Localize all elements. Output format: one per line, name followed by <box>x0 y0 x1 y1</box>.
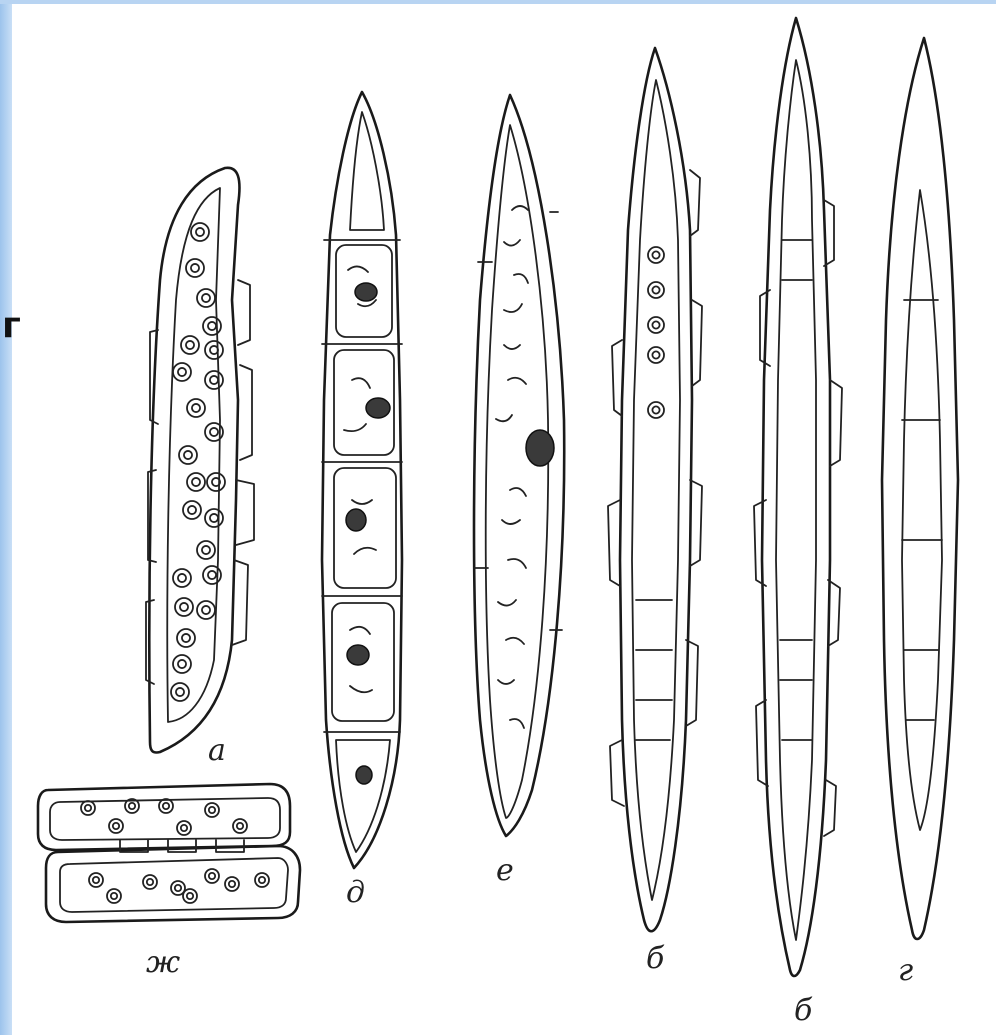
pit-zh-4-aperture <box>209 807 215 813</box>
label-b1: б <box>646 941 665 976</box>
pit-a-15-aperture <box>210 514 218 522</box>
label-e: е <box>496 853 514 888</box>
pit-b1-1-aperture <box>652 251 659 258</box>
pit-a-6 <box>205 341 223 359</box>
pit-zh-6-aperture <box>181 825 187 831</box>
pit-zh-6 <box>177 821 191 835</box>
pit-zh-15-aperture <box>187 893 193 899</box>
cell-a <box>146 168 254 753</box>
pit-a-12 <box>187 473 205 491</box>
pit-a-16 <box>197 541 215 559</box>
pit-a-23-aperture <box>176 688 184 696</box>
pit-a-14-aperture <box>188 506 196 514</box>
pit-b1-5-aperture <box>652 406 659 413</box>
pit-a-22-aperture <box>178 660 186 668</box>
pit-a-1-aperture <box>196 228 204 236</box>
pit-zh-3-aperture <box>163 803 169 809</box>
pit-zh-3 <box>159 799 173 813</box>
pit-zh-13 <box>255 873 269 887</box>
label-a: а <box>208 733 226 768</box>
pit-a-2 <box>186 259 204 277</box>
pit-zh-9-aperture <box>147 879 153 885</box>
pit-zh-12-aperture <box>229 881 235 887</box>
pit-zh-11 <box>205 869 219 883</box>
pit-b1-3-aperture <box>652 321 659 328</box>
pit-b1-3 <box>648 317 664 333</box>
cell-g <box>882 38 958 939</box>
pit-a-21 <box>177 629 195 647</box>
pit-zh-1-aperture <box>85 805 91 811</box>
pit-b1-2 <box>648 282 664 298</box>
cell-d <box>322 92 402 868</box>
pit-zh-4 <box>205 803 219 817</box>
pit-a-8-aperture <box>210 376 218 384</box>
pit-zh-11-aperture <box>209 873 215 879</box>
pit-zh-2-aperture <box>129 803 135 809</box>
pit-a-9 <box>187 399 205 417</box>
pit-a-20-aperture <box>202 606 210 614</box>
pit-zh-5-aperture <box>113 823 119 829</box>
pit-a-17-aperture <box>178 574 186 582</box>
pit-a-23 <box>171 683 189 701</box>
pit-zh-8-aperture <box>93 877 99 883</box>
cell-b2 <box>754 18 842 976</box>
pit-a-1 <box>191 223 209 241</box>
cell-b1 <box>608 48 702 931</box>
pit-b1-4 <box>648 347 664 363</box>
pit-zh-14 <box>107 889 121 903</box>
pit-b1-1 <box>648 247 664 263</box>
pit-a-5 <box>181 336 199 354</box>
pit-a-20 <box>197 601 215 619</box>
pit-a-7 <box>173 363 191 381</box>
pit-a-2-aperture <box>191 264 199 272</box>
pit-a-22 <box>173 655 191 673</box>
pit-a-19 <box>175 598 193 616</box>
pit-zh-7-aperture <box>237 823 243 829</box>
pit-a-18-aperture <box>208 571 216 579</box>
pit-zh-10-aperture <box>175 885 181 891</box>
pit-a-5-aperture <box>186 341 194 349</box>
pit-zh-13-aperture <box>259 877 265 883</box>
pit-a-17 <box>173 569 191 587</box>
pit-a-15 <box>205 509 223 527</box>
pit-zh-12 <box>225 877 239 891</box>
pit-zh-14-aperture <box>111 893 117 899</box>
pit-a-21-aperture <box>182 634 190 642</box>
pit-a-19-aperture <box>180 603 188 611</box>
pit-a-13 <box>207 473 225 491</box>
pit-a-4-aperture <box>208 322 216 330</box>
label-b2: б <box>794 993 813 1028</box>
pit-a-3 <box>197 289 215 307</box>
pit-zh-1 <box>81 801 95 815</box>
cell-zh <box>38 784 300 922</box>
pit-a-11 <box>179 446 197 464</box>
cell-e <box>474 95 564 836</box>
pit-zh-7 <box>233 819 247 833</box>
pit-zh-9 <box>143 875 157 889</box>
pit-a-9-aperture <box>192 404 200 412</box>
pit-a-11-aperture <box>184 451 192 459</box>
pit-zh-15 <box>183 889 197 903</box>
label-d: д <box>346 875 365 910</box>
pit-a-10-aperture <box>210 428 218 436</box>
pit-a-7-aperture <box>178 368 186 376</box>
pit-b1-2-aperture <box>652 286 659 293</box>
pit-a-12-aperture <box>192 478 200 486</box>
label-g: г <box>898 953 913 988</box>
pit-a-3-aperture <box>202 294 210 302</box>
pit-b1-4-aperture <box>652 351 659 358</box>
pit-a-14 <box>183 501 201 519</box>
pit-a-8 <box>205 371 223 389</box>
label-zh: ж <box>146 945 180 980</box>
pit-a-16-aperture <box>202 546 210 554</box>
pit-zh-8 <box>89 873 103 887</box>
pit-a-4 <box>203 317 221 335</box>
pit-b1-5 <box>648 402 664 418</box>
pit-zh-5 <box>109 819 123 833</box>
